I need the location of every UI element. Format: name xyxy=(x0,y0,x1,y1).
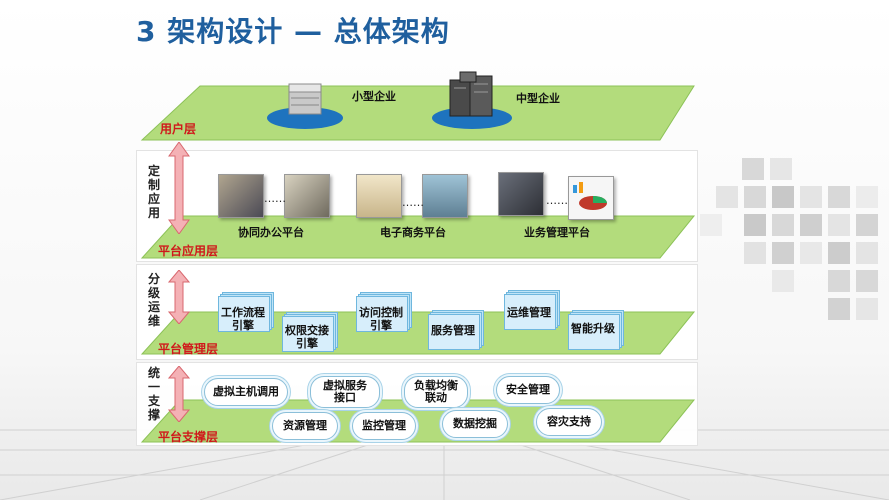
permission-engine-doc xyxy=(282,312,338,352)
mgmt-double-arrow xyxy=(168,270,190,324)
virtual-host-cloud: 虚拟主机调用 xyxy=(204,378,288,406)
support-double-arrow xyxy=(168,366,190,422)
ecommerce-label: 电子商务平台 xyxy=(380,226,446,239)
app-dots-3: …… xyxy=(546,194,568,207)
workflow-engine-doc xyxy=(218,292,274,332)
ops-mgmt-label: 运维管理 xyxy=(507,306,551,319)
disaster-recovery-cloud: 容灾支持 xyxy=(536,408,602,436)
load-balance-cloud: 负载均衡联动 xyxy=(404,376,468,408)
security-mgmt-cloud: 安全管理 xyxy=(496,376,560,404)
smart-upgrade-label: 智能升级 xyxy=(571,322,615,335)
medium-server-icon xyxy=(432,71,512,129)
app-double-arrow xyxy=(168,142,190,234)
access-control-engine-label: 访问控制引擎 xyxy=(359,306,403,332)
office-photo-1 xyxy=(218,174,264,218)
ops-mgmt-doc xyxy=(504,290,560,330)
ecommerce-screenshot-2 xyxy=(422,174,468,218)
user-layer-name: 用户层 xyxy=(160,122,197,136)
support-side-label: 统一支撑 xyxy=(147,366,160,422)
business-photo xyxy=(498,172,544,216)
access-control-engine-doc xyxy=(356,292,412,332)
business-mgmt-label: 业务管理平台 xyxy=(524,226,590,239)
small-server-icon xyxy=(267,83,343,129)
collab-office-label: 协同办公平台 xyxy=(238,226,304,239)
user-layer-platform xyxy=(140,85,695,141)
data-mining-cloud: 数据挖掘 xyxy=(442,410,508,438)
pie-chart-icon xyxy=(573,182,607,210)
business-chart-thumbnail xyxy=(568,176,614,220)
workflow-engine-label: 工作流程引擎 xyxy=(221,306,265,332)
support-layer-name: 平台支撑层 xyxy=(158,430,219,444)
small-enterprise-label: 小型企业 xyxy=(352,90,396,103)
page-title: 3 架构设计 — 总体架构 xyxy=(136,15,450,48)
permission-engine-label: 权限交接引擎 xyxy=(285,324,329,350)
app-layer-name: 平台应用层 xyxy=(158,244,219,258)
service-mgmt-label: 服务管理 xyxy=(431,324,475,337)
app-side-label: 定制应用 xyxy=(147,164,160,220)
resource-mgmt-cloud: 资源管理 xyxy=(272,412,338,440)
mgmt-layer-name: 平台管理层 xyxy=(158,342,219,356)
medium-enterprise-label: 中型企业 xyxy=(516,92,560,105)
office-photo-2 xyxy=(284,174,330,218)
service-mgmt-doc xyxy=(428,310,484,350)
virtual-service-cloud: 虚拟服务接口 xyxy=(310,376,380,408)
app-dots-1: …… xyxy=(264,192,286,205)
monitor-mgmt-cloud: 监控管理 xyxy=(352,412,416,440)
app-layer-platform xyxy=(140,215,696,259)
app-dots-2: …… xyxy=(402,196,424,209)
smart-upgrade-doc xyxy=(568,310,624,350)
ecommerce-screenshot-1 xyxy=(356,174,402,218)
mgmt-side-label: 分级运维 xyxy=(147,272,160,328)
